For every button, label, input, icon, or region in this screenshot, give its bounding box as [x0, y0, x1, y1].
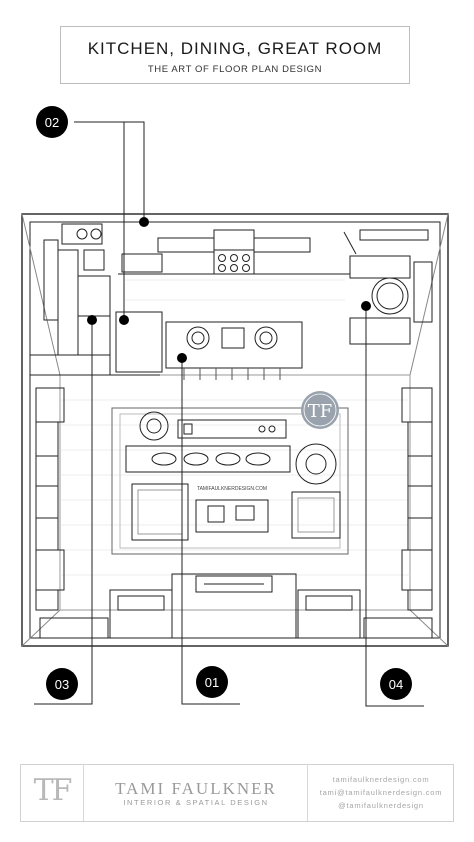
callout-03-badge: [46, 668, 78, 700]
footer-email: tami@tamifaulknerdesign.com: [319, 788, 443, 797]
footer-divider: [83, 765, 84, 821]
leader-01: [181, 356, 240, 705]
callout-02-point-b: [119, 315, 129, 325]
callout-03-label: 03: [55, 677, 69, 692]
right-bench: [297, 589, 361, 639]
dining-table: [371, 277, 409, 315]
footer-logo: TF: [33, 773, 73, 808]
page-title: KITCHEN, DINING, GREAT ROOM: [87, 39, 383, 58]
callout-02-label: 02: [45, 115, 59, 130]
watermark-logo-circle: [301, 391, 339, 429]
right-drape-bottom: [401, 549, 433, 591]
island-sink-left: [186, 326, 210, 350]
area-rug: [111, 407, 349, 555]
callout-04-point: [361, 301, 371, 311]
callout-04-label: 04: [389, 677, 403, 692]
sofa: [125, 445, 291, 473]
leader-03: [34, 320, 93, 705]
footer-divider: [307, 765, 308, 821]
leader-02-a: [74, 121, 145, 222]
callout-01-badge: [196, 666, 228, 698]
callout-02-badge: [36, 106, 68, 138]
title-box: KITCHEN, DINING, GREAT ROOM THE ART OF F…: [60, 26, 410, 84]
page-subtitle: THE ART OF FLOOR PLAN DESIGN: [147, 64, 323, 75]
kitchen-pantry: [61, 223, 103, 245]
coffee-table: [195, 499, 269, 533]
range-hood: [213, 229, 255, 251]
island-sink-right: [254, 326, 278, 350]
kitchen-island: [165, 321, 303, 369]
callout-03-point: [87, 315, 97, 325]
footer-brand-bar: TF TAMI FAULKNER INTERIOR & SPATIAL DESI…: [20, 764, 454, 822]
console-table: [177, 419, 287, 439]
right-drape-top: [401, 387, 433, 423]
side-chair: [291, 491, 341, 539]
kitchen-left-cabinets: [43, 239, 59, 321]
upper-cabinets: [157, 237, 215, 253]
footer-contact: tamifaulknerdesign.com tami@tamifaulkner…: [311, 773, 451, 812]
callout-01-label: 01: [205, 675, 219, 690]
left-bench: [109, 589, 173, 639]
banquette: [349, 255, 411, 279]
callout-02-point: [139, 217, 149, 227]
watermark-logo: TF: [308, 401, 333, 422]
callout-01-point: [177, 353, 187, 363]
round-ottoman: [295, 443, 337, 485]
outer-wall: [21, 213, 449, 647]
leader-04: [365, 306, 424, 707]
footer-brand-name: TAMI FAULKNER: [115, 779, 277, 798]
refrigerator: [115, 311, 163, 373]
callout-04-badge: [380, 668, 412, 700]
chaise: [131, 483, 189, 541]
footer-tagline: INTERIOR & SPATIAL DESIGN: [123, 798, 269, 807]
footer-website: tamifaulknerdesign.com: [332, 775, 430, 784]
footer-social: @tamifaulknerdesign: [338, 801, 424, 810]
rug-label: TAMIFAULKNERDESIGN.COM: [197, 486, 267, 492]
accent-chair: [139, 411, 169, 441]
